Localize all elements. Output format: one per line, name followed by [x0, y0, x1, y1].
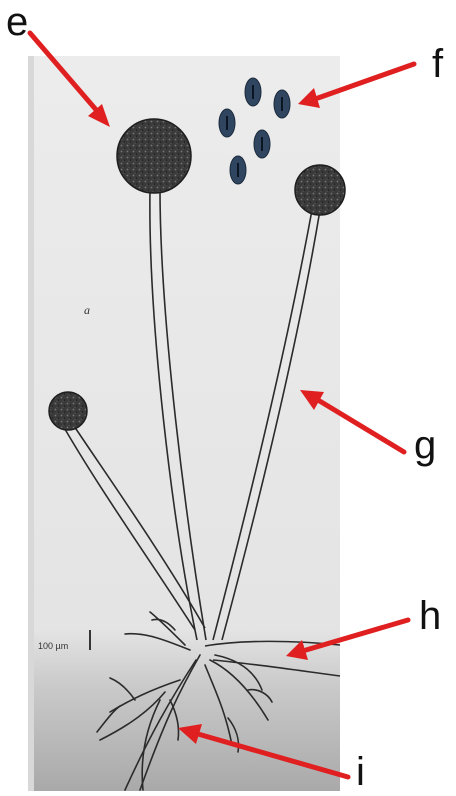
sporangium-large — [117, 119, 191, 193]
label-g: g — [414, 425, 436, 465]
sporangium-small — [49, 392, 87, 430]
label-i: i — [356, 752, 365, 792]
spore — [274, 90, 290, 118]
label-h: h — [419, 596, 441, 636]
sporangium-right — [295, 165, 345, 215]
spore — [245, 78, 261, 106]
spore — [230, 156, 246, 184]
spore — [254, 130, 270, 158]
scale-bar-label: 100 µm — [38, 641, 68, 651]
label-e: e — [6, 2, 28, 42]
panel-letter: a — [84, 303, 90, 317]
label-f: f — [432, 44, 443, 84]
spore — [219, 109, 235, 137]
